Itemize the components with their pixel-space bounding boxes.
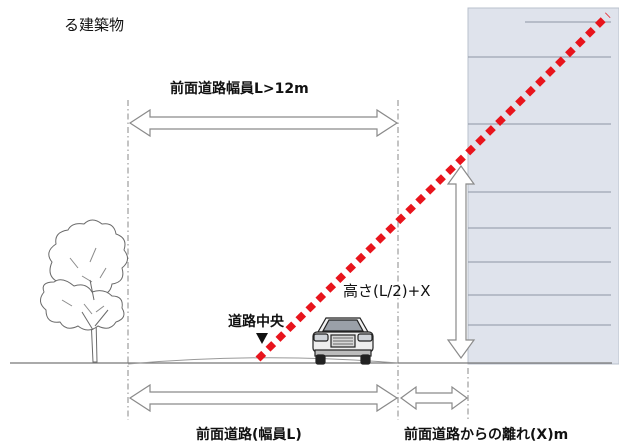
height-formula-label: 高さ(L/2)+X	[343, 282, 431, 300]
road-center-label: 道路中央	[228, 314, 284, 330]
triangle-down-icon	[256, 333, 268, 344]
top-left-label-fragment: る建築物	[64, 16, 125, 34]
road-width-top-arrow	[128, 108, 399, 138]
setback-arrow	[399, 385, 469, 411]
road-width-condition-label: 前面道路幅員L>12m	[170, 81, 309, 97]
building-body	[467, 7, 619, 365]
tree-icon	[40, 219, 128, 363]
car-icon	[312, 317, 374, 365]
road-width-bottom-arrow	[128, 383, 399, 413]
road-slant-line	[255, 12, 611, 362]
road-width-bottom-label: 前面道路(幅員L)	[196, 427, 302, 443]
guide-lines	[127, 100, 469, 420]
setback-distance-label: 前面道路からの離れ(X)m	[404, 427, 569, 443]
building	[467, 7, 619, 365]
height-arrow	[446, 164, 476, 360]
